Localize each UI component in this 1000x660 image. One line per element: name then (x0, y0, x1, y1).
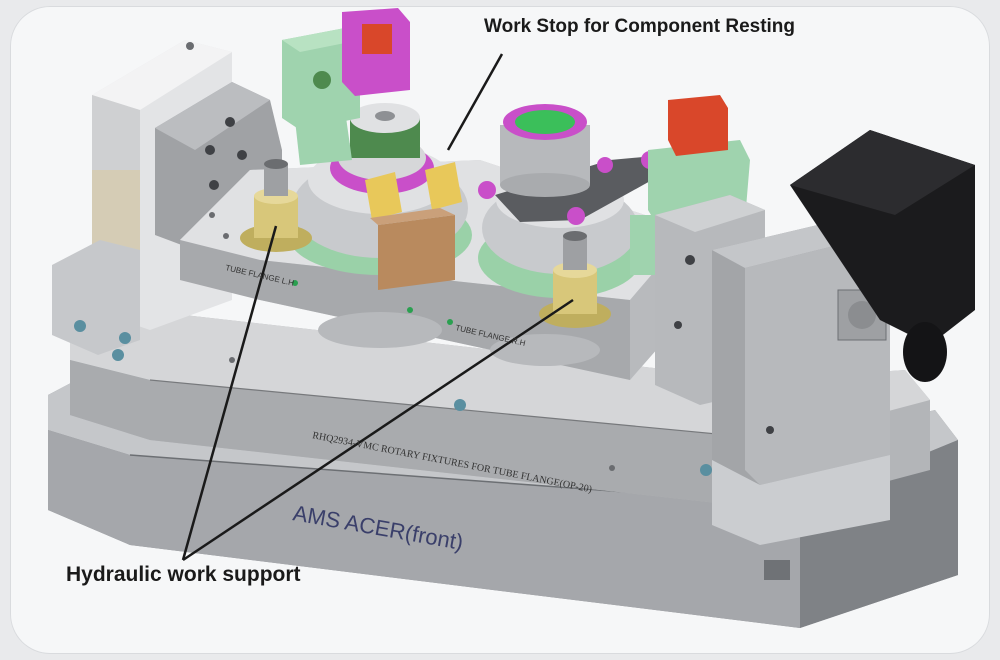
leader-lines (181, 53, 574, 562)
right-gearbox (712, 215, 890, 545)
hydraulic-support-right (539, 231, 611, 328)
left-green-clamp (282, 8, 410, 165)
hydraulic-support-left (240, 159, 312, 252)
left-support-housing (52, 40, 282, 355)
left-rotary-table (288, 103, 472, 348)
callout-work-stop: Work Stop for Component Resting (484, 16, 796, 37)
callout-hydraulic-support: Hydraulic work support (66, 563, 301, 586)
motor (790, 130, 975, 382)
right-rotary-table (478, 104, 665, 366)
